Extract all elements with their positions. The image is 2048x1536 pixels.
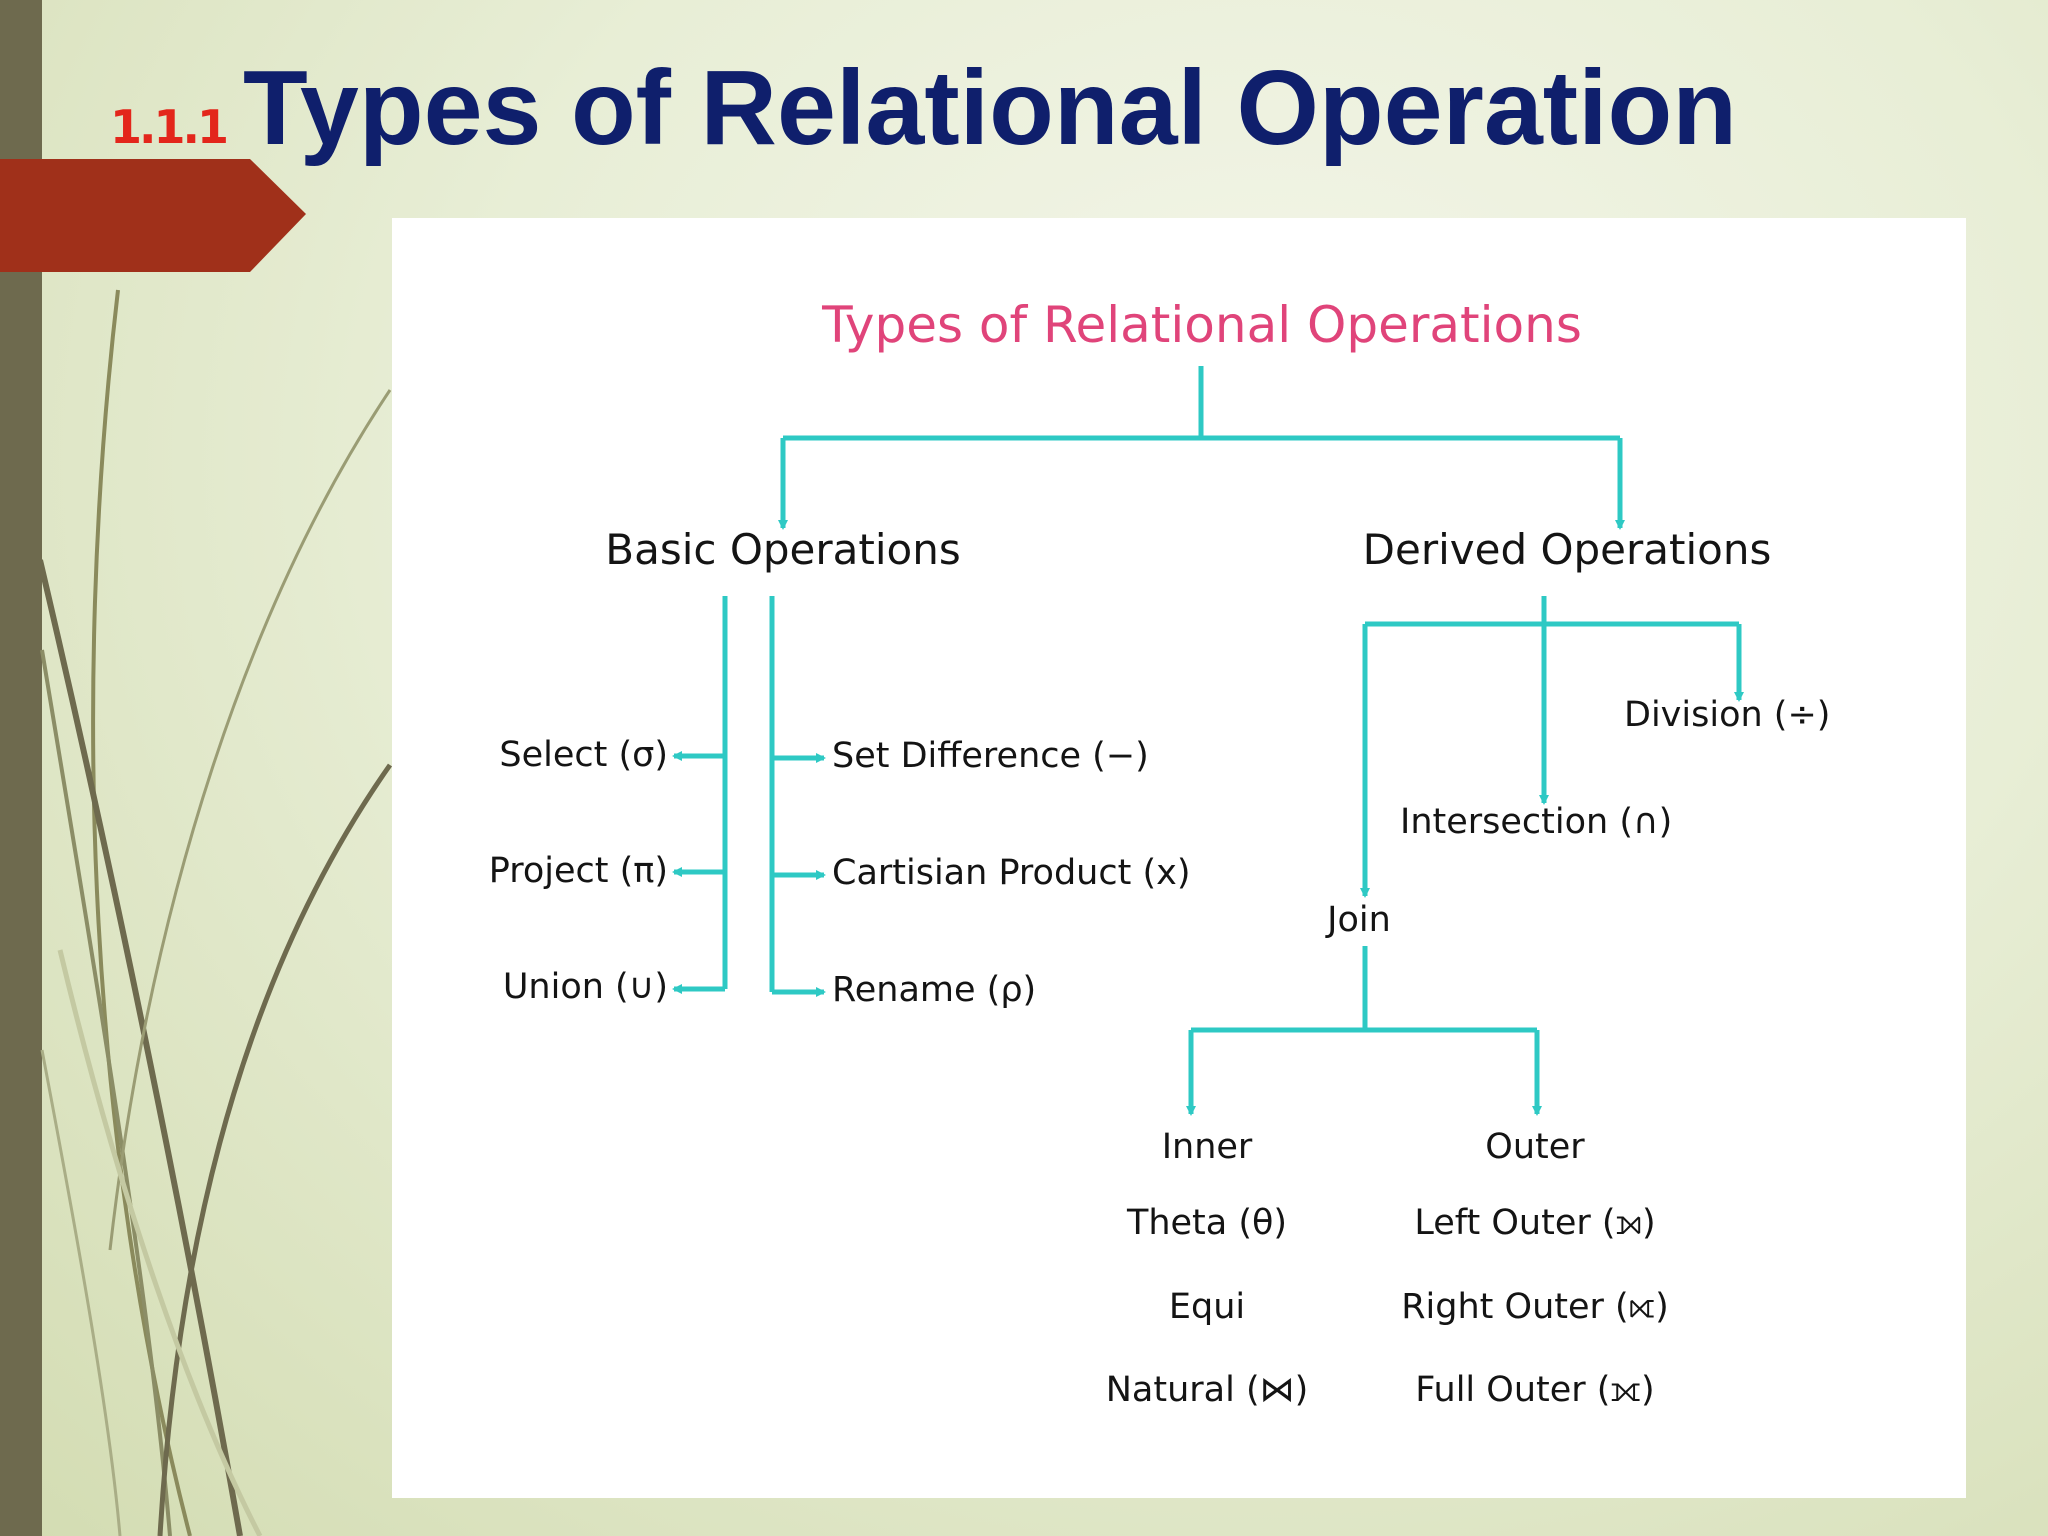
basic-operations-heading: Basic Operations	[605, 525, 961, 574]
intersection-operation: Intersection (∩)	[1400, 802, 1673, 842]
cartesian-product-operation: Cartisian Product (x)	[832, 853, 1191, 893]
project-operation: Project (π)	[488, 851, 668, 891]
decorative-swooshes	[37, 289, 393, 1536]
connector-lines	[672, 366, 1744, 1116]
diagram-panel: Types of Relational Operations Basic Ope…	[392, 218, 1966, 1498]
theta-join: Theta (θ)	[1126, 1203, 1288, 1243]
rename-operation: Rename (ρ)	[832, 970, 1037, 1010]
natural-join: Natural (⋈)	[1105, 1370, 1309, 1410]
set-difference-operation: Set Difference (−)	[832, 736, 1149, 776]
slide-title: Types of Relational Operation	[243, 49, 1738, 167]
union-operation: Union (∪)	[502, 967, 668, 1007]
derived-operations-heading: Derived Operations	[1362, 525, 1772, 574]
title-arrow-tab	[0, 159, 306, 272]
left-outer-join: Left Outer (⟕)	[1414, 1203, 1656, 1243]
inner-join-heading: Inner	[1161, 1127, 1253, 1167]
equi-join: Equi	[1168, 1287, 1246, 1327]
join-operation: Join	[1327, 900, 1391, 940]
right-outer-join: Right Outer (⟖)	[1401, 1287, 1669, 1327]
full-outer-join: Full Outer (⟗)	[1415, 1370, 1655, 1410]
select-operation: Select (σ)	[499, 735, 668, 775]
slide-section-number: 1.1.1	[110, 100, 229, 154]
diagram-root-title: Types of Relational Operations	[822, 296, 1582, 354]
division-operation: Division (÷)	[1624, 695, 1831, 735]
outer-join-heading: Outer	[1485, 1127, 1585, 1167]
